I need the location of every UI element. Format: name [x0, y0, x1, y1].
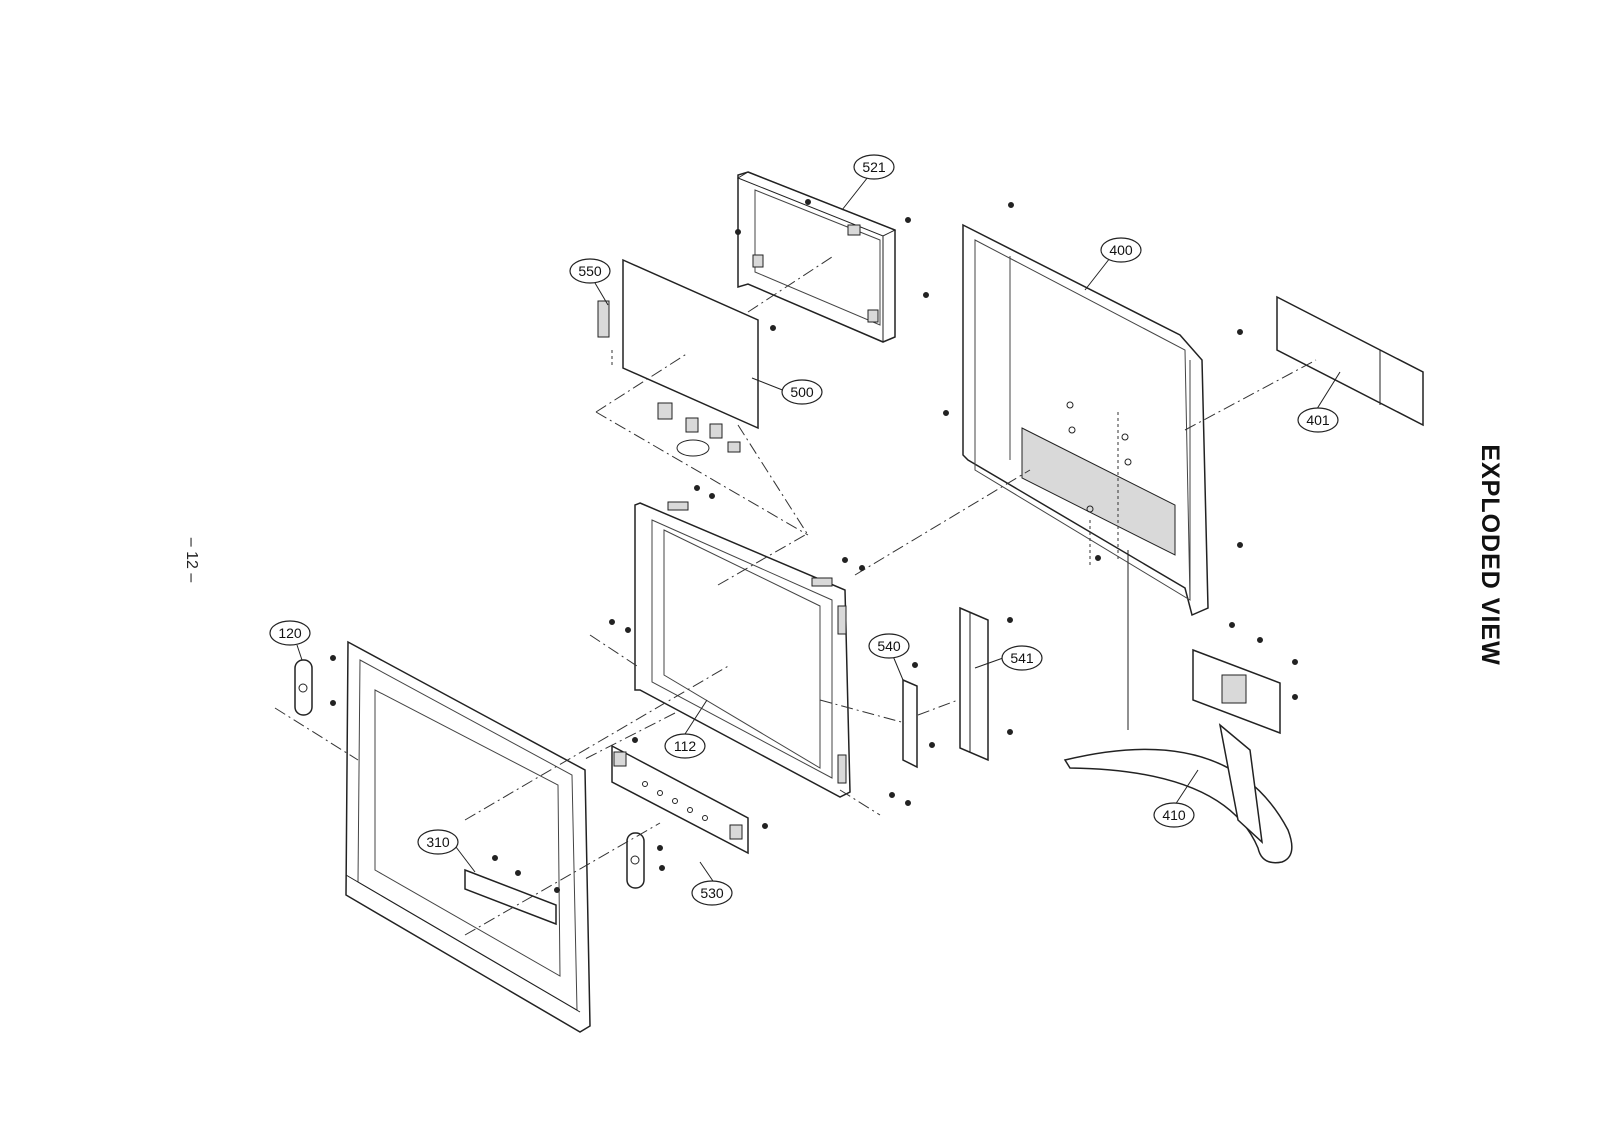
part-310-button-bar: [464, 868, 557, 926]
callout-120: 120: [269, 620, 311, 646]
callout-401: 401: [1297, 407, 1339, 433]
callout-400: 400: [1100, 237, 1142, 263]
assembly-lines: [274, 254, 1317, 936]
svg-text:400: 400: [1109, 242, 1133, 258]
callout-410: 410: [1153, 802, 1195, 828]
svg-text:310: 310: [426, 834, 450, 850]
part-400-rear-cabinet: [962, 223, 1209, 617]
callout-540: 540: [868, 633, 910, 659]
svg-text:500: 500: [790, 384, 814, 400]
part-540-side-board: [902, 678, 918, 769]
svg-text:540: 540: [877, 638, 901, 654]
svg-text:410: 410: [1162, 807, 1186, 823]
svg-text:550: 550: [578, 263, 602, 279]
front-cabinet: [345, 640, 591, 1033]
screws: [330, 199, 1298, 893]
part-530-control-board: [611, 744, 749, 855]
svg-text:401: 401: [1306, 412, 1330, 428]
part-112-lcd-panel: [634, 501, 851, 798]
svg-text:541: 541: [1010, 650, 1034, 666]
part-120-speaker-right: [626, 832, 645, 889]
callout-541: 541: [1001, 645, 1043, 671]
page-number: – 12 –: [183, 538, 200, 583]
part-120-speaker-left: [294, 659, 313, 716]
leader-lines: [296, 176, 1341, 885]
callout-310: 310: [417, 829, 459, 855]
part-541-side-bracket: [959, 606, 989, 762]
part-500-main-board: [597, 258, 759, 457]
part-401-cover-plate: [1276, 295, 1424, 427]
svg-text:112: 112: [674, 738, 697, 754]
callout-500: 500: [781, 379, 823, 405]
callout-550: 550: [569, 258, 611, 284]
callout-112: 112: [664, 733, 706, 759]
diagram-title: EXPLODED VIEW: [1476, 444, 1504, 665]
svg-text:521: 521: [862, 159, 886, 175]
callout-530: 530: [691, 880, 733, 906]
callout-521: 521: [853, 154, 895, 180]
svg-text:530: 530: [700, 885, 724, 901]
part-521-bracket-frame: [736, 171, 897, 343]
part-410-stand: [1063, 550, 1293, 864]
svg-text:120: 120: [278, 625, 302, 641]
